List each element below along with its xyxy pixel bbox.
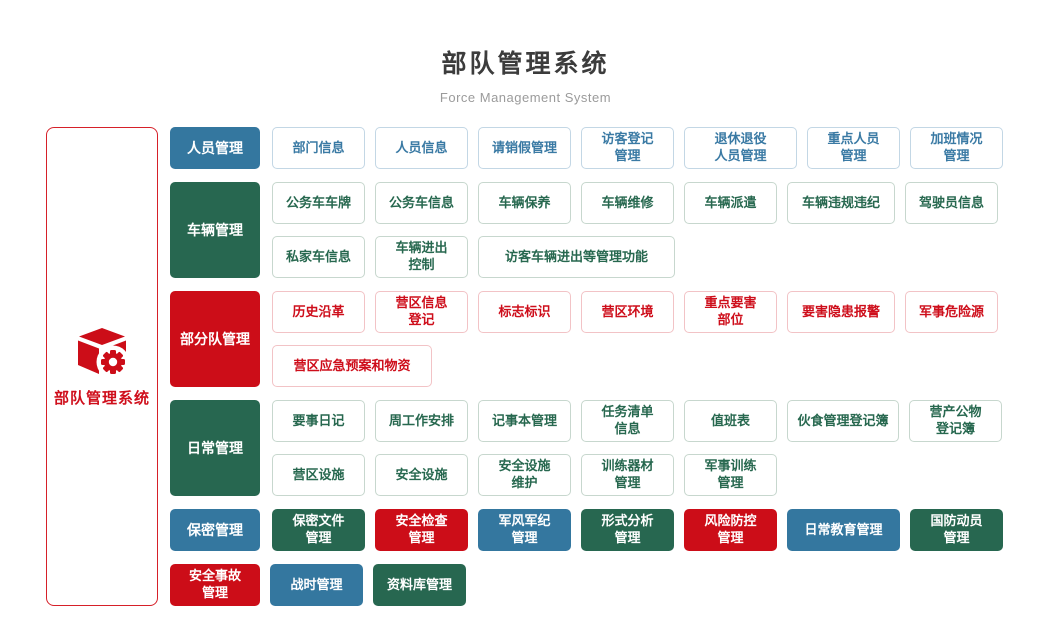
- group-label-secrecy-management: 保密管理: [170, 509, 260, 551]
- module-item: 军事训练 管理: [684, 454, 777, 496]
- module-item: 公务车车牌: [272, 182, 365, 224]
- module-row: 私家车信息车辆进出 控制访客车辆进出等管理功能: [272, 236, 998, 278]
- module-item: 军风军纪 管理: [478, 509, 571, 551]
- module-item: 安全检查 管理: [375, 509, 468, 551]
- module-item: 人员信息: [375, 127, 468, 169]
- module-item: 保密文件 管理: [272, 509, 365, 551]
- module-item: 驾驶员信息: [905, 182, 998, 224]
- module-item: 伙食管理登记簿: [787, 400, 899, 442]
- module-item: 日常教育管理: [787, 509, 900, 551]
- module-row: 要事日记周工作安排记事本管理任务清单 信息值班表伙食管理登记簿营产公物 登记簿: [272, 400, 1002, 442]
- group-vehicle-management: 车辆管理公务车车牌公务车信息车辆保养车辆维修车辆派遣车辆违规违纪驾驶员信息私家车…: [170, 182, 1003, 278]
- module-item: 历史沿革: [272, 291, 365, 333]
- module-item: 周工作安排: [375, 400, 468, 442]
- group-label-vehicle-management: 车辆管理: [170, 182, 260, 278]
- module-item: 值班表: [684, 400, 777, 442]
- module-item: 部门信息: [272, 127, 365, 169]
- module-item: 安全事故 管理: [170, 564, 260, 606]
- group-secrecy-management: 保密管理保密文件 管理安全检查 管理军风军纪 管理形式分析 管理风险防控 管理日…: [170, 509, 1003, 551]
- module-item: 请销假管理: [478, 127, 571, 169]
- module-row: 历史沿革营区信息 登记标志标识营区环境重点要害 部位要害隐患报警军事危险源: [272, 291, 998, 333]
- group-subunit-management: 部分队管理历史沿革营区信息 登记标志标识营区环境重点要害 部位要害隐患报警军事危…: [170, 291, 1003, 387]
- module-row: 营区设施安全设施安全设施 维护训练器材 管理军事训练 管理: [272, 454, 1002, 496]
- module-row: 部门信息人员信息请销假管理访客登记 管理退休退役 人员管理重点人员 管理加班情况…: [272, 127, 1003, 169]
- module-item: 国防动员 管理: [910, 509, 1003, 551]
- module-item: 记事本管理: [478, 400, 571, 442]
- module-item: 私家车信息: [272, 236, 365, 278]
- module-item: 训练器材 管理: [581, 454, 674, 496]
- module-item: 公务车信息: [375, 182, 468, 224]
- module-item: 要害隐患报警: [787, 291, 895, 333]
- module-item: 车辆维修: [581, 182, 674, 224]
- module-item: 要事日记: [272, 400, 365, 442]
- module-item: 重点要害 部位: [684, 291, 777, 333]
- module-item: 军事危险源: [905, 291, 998, 333]
- module-item: 车辆进出 控制: [375, 236, 468, 278]
- module-row: 公务车车牌公务车信息车辆保养车辆维修车辆派遣车辆违规违纪驾驶员信息: [272, 182, 998, 224]
- group-bottom-modules: 安全事故 管理战时管理资料库管理: [170, 564, 1003, 606]
- module-item: 车辆保养: [478, 182, 571, 224]
- root-system-label: 部队管理系统: [53, 389, 150, 407]
- group-label-subunit-management: 部分队管理: [170, 291, 260, 387]
- page-title: 部队管理系统: [441, 50, 610, 78]
- module-item: 任务清单 信息: [581, 400, 674, 442]
- module-item: 车辆派遣: [684, 182, 777, 224]
- module-item: 营区环境: [581, 291, 674, 333]
- module-item: 车辆违规违纪: [787, 182, 895, 224]
- module-item: 风险防控 管理: [684, 509, 777, 551]
- group-daily-management: 日常管理要事日记周工作安排记事本管理任务清单 信息值班表伙食管理登记簿营产公物 …: [170, 400, 1003, 496]
- module-item: 形式分析 管理: [581, 509, 674, 551]
- module-item: 安全设施 维护: [478, 454, 571, 496]
- group-label-daily-management: 日常管理: [170, 400, 260, 496]
- module-item: 加班情况 管理: [910, 127, 1003, 169]
- module-item: 退休退役 人员管理: [684, 127, 797, 169]
- module-item: 资料库管理: [373, 564, 466, 606]
- module-item: 安全设施: [375, 454, 468, 496]
- module-item: 营产公物 登记簿: [909, 400, 1002, 442]
- group-label-personnel-management: 人员管理: [170, 127, 260, 169]
- module-row: 安全事故 管理战时管理资料库管理: [170, 564, 466, 606]
- module-item: 访客登记 管理: [581, 127, 674, 169]
- module-item: 战时管理: [270, 564, 363, 606]
- module-item: 营区应急预案和物资: [272, 345, 432, 387]
- group-personnel-management: 人员管理部门信息人员信息请销假管理访客登记 管理退休退役 人员管理重点人员 管理…: [170, 127, 1003, 169]
- module-groups: 人员管理部门信息人员信息请销假管理访客登记 管理退休退役 人员管理重点人员 管理…: [170, 127, 1003, 606]
- module-item: 营区信息 登记: [375, 291, 468, 333]
- module-item: 重点人员 管理: [807, 127, 900, 169]
- module-row: 保密文件 管理安全检查 管理军风军纪 管理形式分析 管理风险防控 管理日常教育管…: [272, 509, 1003, 551]
- system-diagram: 部队管理系统 人员管理部门信息人员信息请销假管理访客登记 管理退休退役 人员管理…: [46, 127, 1003, 606]
- cube-gear-icon: [78, 327, 130, 378]
- page-subtitle: Force Management System: [439, 90, 612, 105]
- page-header: 部队管理系统 Force Management System: [0, 0, 1051, 105]
- root-system-node: 部队管理系统: [46, 127, 158, 606]
- module-row: 营区应急预案和物资: [272, 345, 998, 387]
- module-item: 营区设施: [272, 454, 365, 496]
- module-item: 访客车辆进出等管理功能: [478, 236, 675, 278]
- module-item: 标志标识: [478, 291, 571, 333]
